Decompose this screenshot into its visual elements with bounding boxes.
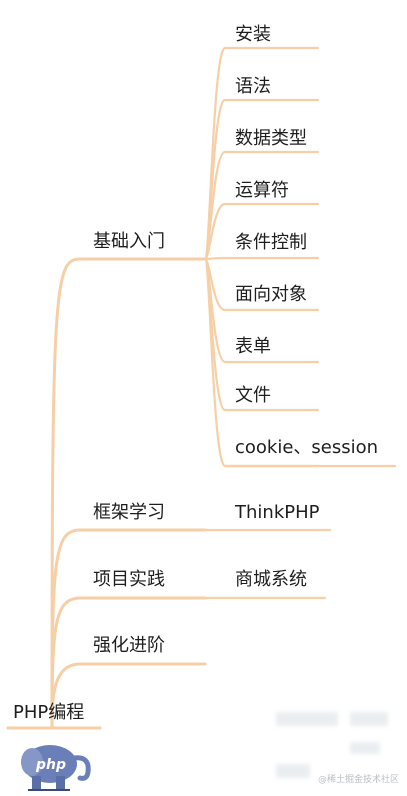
leaf-node: 运算符 — [235, 180, 289, 201]
leaf-node: 商城系统 — [235, 569, 307, 590]
blur-artifact — [276, 712, 338, 726]
branch-connector — [50, 528, 207, 730]
branch-node: 框架学习 — [93, 502, 165, 523]
branch-node: 基础入门 — [93, 231, 165, 252]
leaf-node: 面向对象 — [235, 284, 307, 305]
branch-connector — [50, 257, 207, 730]
php-elephant-icon: php — [21, 745, 91, 791]
leaf-node: 语法 — [235, 76, 271, 97]
leaf-connector — [203, 257, 320, 468]
blur-artifact — [350, 712, 388, 726]
branch-node: 项目实践 — [93, 569, 165, 590]
blur-artifact — [276, 764, 310, 778]
logo-text: php — [35, 757, 66, 773]
leaf-node: 文件 — [235, 385, 271, 406]
leaf-node: 条件控制 — [235, 232, 307, 253]
branch-node: 强化进阶 — [93, 635, 165, 656]
blur-artifact — [350, 742, 380, 754]
leaf-connector — [203, 202, 320, 261]
leaf-connector — [203, 256, 320, 261]
watermark: @稀土掘金技术社区 — [318, 775, 400, 785]
leaf-node: ThinkPHP — [235, 502, 320, 523]
leaf-node: 安装 — [235, 24, 271, 45]
branch-connector — [50, 662, 207, 730]
leaf-node: cookie、session — [235, 437, 379, 458]
root-node: PHP编程 — [13, 702, 85, 723]
leaf-node: 表单 — [235, 336, 271, 357]
leaf-node: 数据类型 — [235, 128, 307, 149]
branch-connector — [50, 596, 207, 730]
